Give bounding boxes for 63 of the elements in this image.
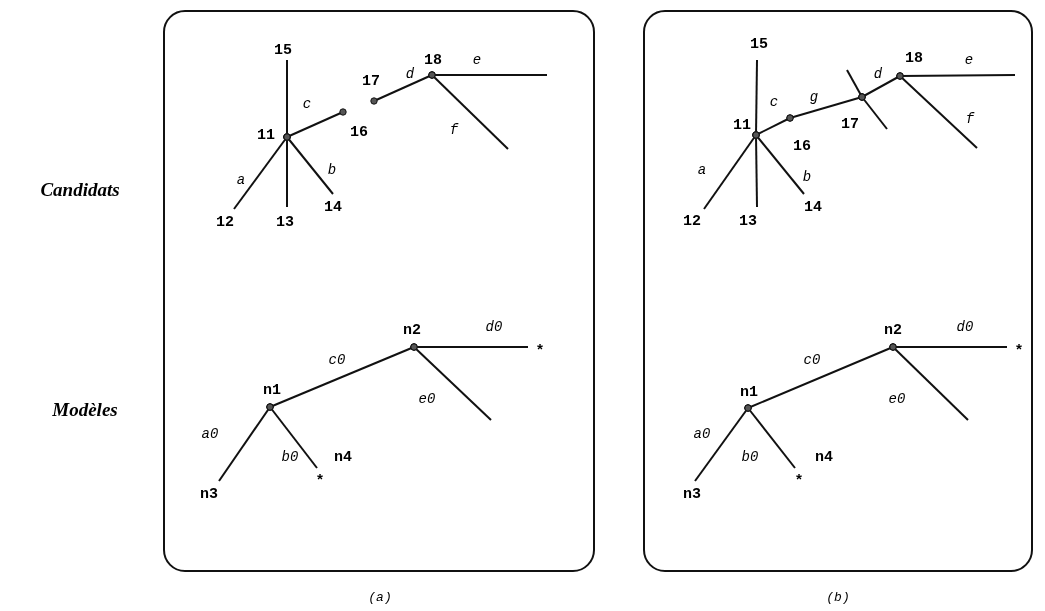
point-label: n1 xyxy=(263,382,281,398)
line-segment xyxy=(889,343,969,421)
edge-label: a xyxy=(697,163,707,177)
point-label: n2 xyxy=(403,322,421,338)
point-label: n2 xyxy=(884,322,902,338)
edge-label: b xyxy=(327,163,337,177)
point-label: 18 xyxy=(424,52,442,68)
edge-label: e0 xyxy=(888,392,906,406)
edge-label: c0 xyxy=(803,353,821,367)
edge-label: c0 xyxy=(328,353,346,367)
point-label: 16 xyxy=(350,124,368,140)
point-label: 16 xyxy=(793,138,811,154)
panel-caption: (b) xyxy=(826,589,850,605)
point-label: 15 xyxy=(750,36,768,52)
edge-label: d xyxy=(405,67,415,81)
edge-label: e xyxy=(964,53,974,67)
point-label: 15 xyxy=(274,42,292,58)
point-label: 11 xyxy=(733,117,751,133)
edge-label: d xyxy=(873,67,883,81)
point-label: n3 xyxy=(683,486,701,502)
edge-label: a xyxy=(236,173,246,187)
point-label: 13 xyxy=(276,214,294,230)
edge-label: g xyxy=(809,90,819,104)
edge-label: c xyxy=(769,95,779,109)
point-label: n3 xyxy=(200,486,218,502)
edge-label: e xyxy=(472,53,482,67)
point-label: * xyxy=(1014,343,1024,359)
edge-label: a0 xyxy=(693,427,711,441)
point-label: n4 xyxy=(334,449,352,465)
point-label: n1 xyxy=(740,384,758,400)
edge-label: b0 xyxy=(741,450,759,464)
edge-label: f xyxy=(449,123,459,137)
point-label: * xyxy=(794,473,804,489)
point-label: 17 xyxy=(362,73,380,89)
point-label: * xyxy=(535,343,545,359)
panel-frame xyxy=(643,10,1033,572)
edge-label: a0 xyxy=(201,427,219,441)
point-label: 11 xyxy=(257,127,275,143)
point-label: 18 xyxy=(905,50,923,66)
point-label: 13 xyxy=(739,213,757,229)
edge-label: b xyxy=(802,170,812,184)
line-segment xyxy=(896,72,978,149)
line-segment xyxy=(428,71,509,150)
row-label: Candidats xyxy=(40,179,120,201)
panel-frame xyxy=(163,10,595,572)
row-label: Modèles xyxy=(52,399,118,421)
edge-label: b0 xyxy=(281,450,299,464)
line-segment xyxy=(410,343,492,421)
line-segment xyxy=(858,93,888,130)
panel-caption: (a) xyxy=(368,589,392,605)
edge-label: c xyxy=(302,97,312,111)
point-label: 17 xyxy=(841,116,859,132)
point-label: n4 xyxy=(815,449,833,465)
point-label: 14 xyxy=(804,199,822,215)
point-label: * xyxy=(315,473,325,489)
point-label: 14 xyxy=(324,199,342,215)
edge-label: d0 xyxy=(956,320,974,334)
point-label: 12 xyxy=(683,213,701,229)
edge-label: d0 xyxy=(485,320,503,334)
point-label: 12 xyxy=(216,214,234,230)
edge-label: f xyxy=(965,112,975,126)
edge-label: e0 xyxy=(418,392,436,406)
line-segment xyxy=(283,108,347,141)
